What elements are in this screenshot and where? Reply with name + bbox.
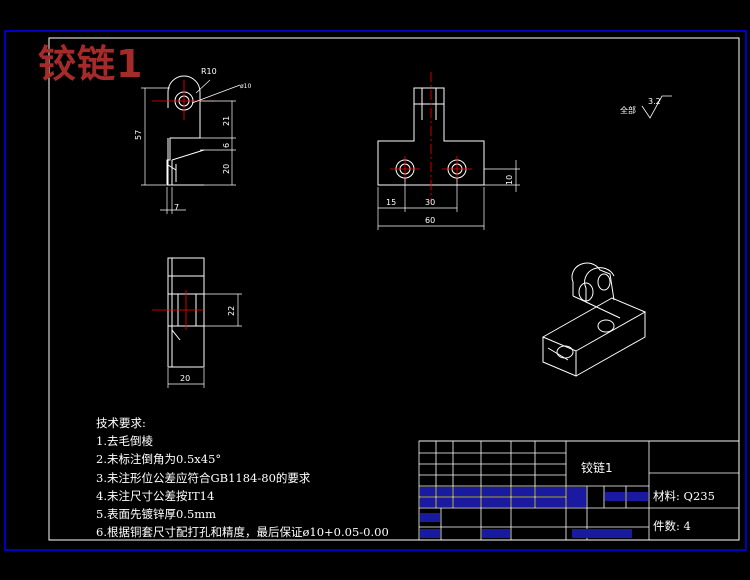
front-view — [141, 75, 241, 214]
isometric-view — [541, 262, 647, 377]
tech-requirements: 技术要求: 1.去毛倒棱 2.未标注倒角为0.5x45° 3.未注形位公差应符合… — [96, 414, 389, 541]
dim-21: 21 — [222, 116, 231, 126]
tech-item-4: 4.未注尺寸公差按IT14 — [96, 488, 215, 503]
tech-item-2: 2.未标注倒角为0.5x45° — [96, 452, 222, 467]
dim-r10: R10 — [201, 67, 217, 76]
dim-hole: ø10 — [240, 83, 251, 90]
dim-20-bottom: 20 — [180, 374, 190, 383]
title-block-cells — [420, 487, 648, 538]
dim-6: 6 — [222, 143, 231, 148]
tech-item-6: 6.根据铜套尺寸配打孔和精度，最后保证ø10+0.05-0.00 — [96, 525, 389, 540]
title-block-part-name: 铰链1 — [581, 461, 613, 475]
inner-border — [48, 37, 740, 541]
dim-30: 30 — [425, 198, 435, 207]
dim-57: 57 — [134, 130, 143, 140]
title-block-material: 材料: Q235 — [653, 489, 715, 503]
title-block-quantity: 件数: 4 — [653, 519, 691, 533]
tech-heading: 技术要求: — [96, 416, 146, 430]
dim-15: 15 — [386, 198, 396, 207]
roughness-value: 3.2 — [648, 97, 661, 106]
tech-item-3: 3.未注形位公差应符合GB1184-80的要求 — [96, 470, 311, 485]
dim-60: 60 — [425, 216, 435, 225]
drawing-title: 铰链1 — [38, 42, 144, 86]
dim-20-front: 20 — [222, 164, 231, 174]
title-block — [418, 440, 740, 541]
dim-22: 22 — [227, 306, 236, 316]
dim-10: 10 — [505, 175, 514, 185]
roughness-symbol — [641, 95, 672, 119]
tech-item-1: 1.去毛倒棱 — [96, 434, 153, 449]
dim-7: 7 — [174, 203, 179, 212]
tech-item-5: 5.表面先镀锌厚0.5mm — [96, 507, 217, 522]
bottom-view — [152, 257, 242, 388]
outer-border — [4, 30, 747, 551]
roughness-label: 全部 — [620, 105, 636, 115]
side-view — [377, 72, 520, 230]
